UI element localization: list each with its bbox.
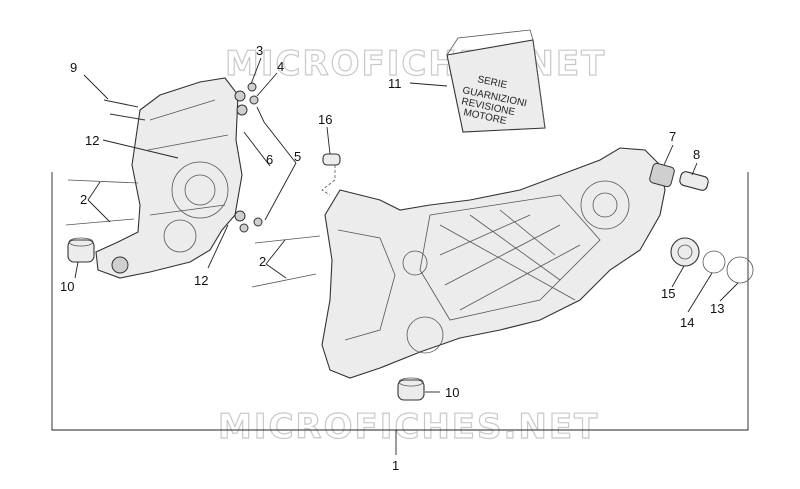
callout-10-left: 10 bbox=[60, 279, 74, 294]
assembly-bracket bbox=[51, 172, 749, 455]
callout-13: 13 bbox=[710, 301, 724, 316]
bush-and-pin bbox=[649, 162, 709, 191]
leader-lines bbox=[74, 57, 739, 393]
callout-7: 7 bbox=[669, 129, 676, 144]
callout-labels: 9 3 4 12 5 6 2 2 12 10 11 16 7 8 15 14 1… bbox=[60, 43, 724, 473]
callout-8: 8 bbox=[693, 147, 700, 162]
bushing-bottom bbox=[397, 377, 425, 401]
bushing-left bbox=[67, 237, 95, 263]
callout-10-bottom: 10 bbox=[445, 385, 459, 400]
callout-11: 11 bbox=[388, 76, 402, 91]
callout-9: 9 bbox=[70, 60, 77, 75]
callout-5: 5 bbox=[294, 149, 301, 164]
bearing-and-circlips bbox=[670, 237, 754, 284]
callout-12-top: 12 bbox=[85, 133, 99, 148]
callout-4: 4 bbox=[277, 59, 284, 74]
dowel-pin bbox=[322, 153, 341, 166]
gasket-kit-bag: SERIE GUARNIZIONI REVISIONE MOTORE bbox=[446, 29, 546, 133]
callout-15: 15 bbox=[661, 286, 675, 301]
callout-3: 3 bbox=[256, 43, 263, 58]
washers bbox=[239, 82, 263, 233]
studs bbox=[65, 179, 321, 288]
left-crankcase-half bbox=[95, 77, 248, 279]
callout-12-bottom: 12 bbox=[194, 273, 208, 288]
callout-16: 16 bbox=[318, 112, 332, 127]
callout-6: 6 bbox=[266, 152, 273, 167]
callout-2-left: 2 bbox=[80, 192, 87, 207]
callout-1: 1 bbox=[392, 458, 399, 473]
watermark-bottom: MICROFICHES.NET bbox=[218, 407, 599, 447]
callout-14: 14 bbox=[680, 315, 694, 330]
bolts bbox=[103, 99, 146, 121]
callout-2-right: 2 bbox=[259, 254, 266, 269]
watermark-top: MICROFICHES.NET bbox=[225, 44, 606, 84]
right-crankcase-half bbox=[321, 147, 666, 379]
